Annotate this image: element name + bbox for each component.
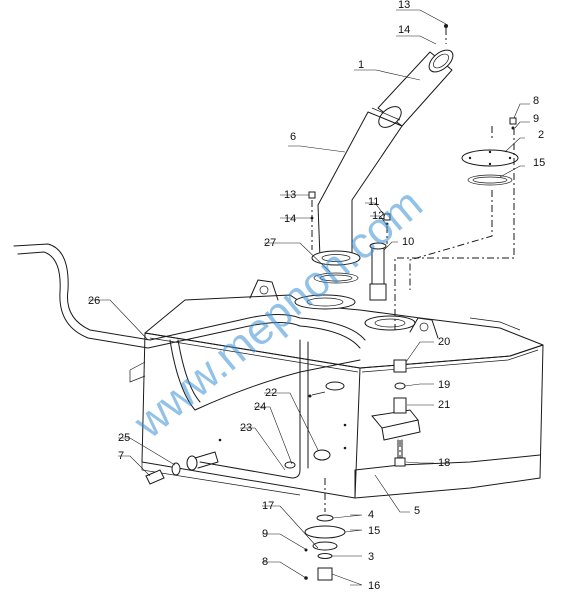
callout-12: 12: [372, 210, 384, 222]
callout-9-right: 9: [533, 113, 539, 125]
callout-14-mid: 14: [284, 213, 296, 225]
callout-14-top: 14: [398, 24, 410, 36]
callout-24: 24: [254, 401, 266, 413]
callout-19: 19: [438, 379, 450, 391]
callout-2: 2: [538, 129, 544, 141]
callout-6: 6: [290, 131, 296, 143]
callout-26: 26: [88, 295, 100, 307]
callout-11: 11: [368, 196, 379, 208]
cover-plate-assembly: [461, 149, 519, 186]
callout-15-right: 15: [533, 157, 545, 169]
fuel-tank-body: [129, 279, 544, 499]
callout-16: 16: [368, 580, 380, 592]
callout-25: 25: [118, 432, 130, 444]
callout-27: 27: [264, 237, 276, 249]
callout-23: 23: [240, 422, 252, 434]
vent-hose: [13, 243, 366, 479]
callout-18: 18: [438, 457, 450, 469]
callout-22: 22: [265, 387, 277, 399]
callout-13-top: 13: [398, 0, 410, 11]
callout-1: 1: [358, 59, 364, 71]
callout-5: 5: [414, 505, 420, 517]
callout-4: 4: [368, 509, 374, 521]
callout-8-right: 8: [533, 95, 539, 107]
filler-neck-assembly: [311, 49, 454, 284]
callout-21: 21: [438, 399, 450, 411]
callout-labels: 13 14 1 8 9 2 15 6 13 14 11 12 10 27 26 …: [88, 0, 545, 592]
leader-lines: [88, 9, 530, 586]
callout-10: 10: [402, 236, 414, 248]
callout-3: 3: [368, 551, 374, 563]
callout-13-mid: 13: [284, 189, 296, 201]
callout-17: 17: [262, 500, 274, 512]
callout-20: 20: [438, 336, 450, 348]
level-sender: [369, 242, 387, 301]
callout-9-bottom: 9: [262, 528, 268, 540]
callout-7: 7: [118, 450, 124, 462]
callout-8-bottom: 8: [262, 556, 268, 568]
callout-15-bottom: 15: [368, 525, 380, 537]
